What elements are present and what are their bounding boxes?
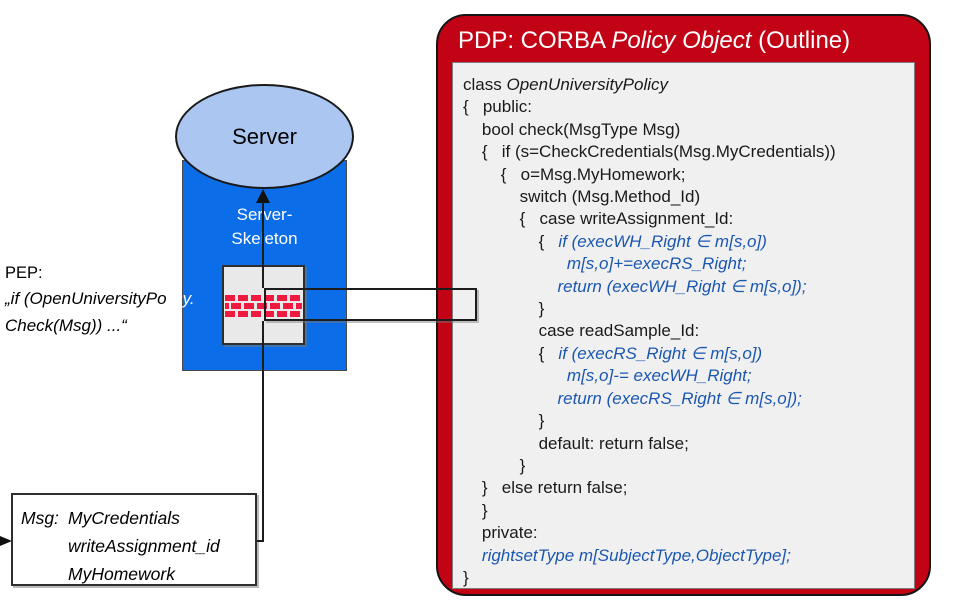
list-item: MyCredentials (68, 508, 180, 528)
list-item: writeAssignment_id (68, 536, 220, 556)
server-label: Server (232, 123, 297, 149)
text-segment: } (463, 455, 526, 475)
invocation-line-jog (257, 540, 263, 542)
list-item: Server- (236, 205, 293, 224)
text-segment: rightsetType m[SubjectType,ObjectType]; (481, 545, 791, 565)
text-segment: if (execRS_Right ∈ m[s,o]) (558, 343, 763, 363)
text-segment: { (463, 343, 559, 363)
pep-code-line-1: „if (OpenUniversityPolicy. (5, 286, 195, 313)
brick-row (225, 311, 302, 317)
code-line: } (463, 500, 914, 522)
code-line: { if (execWH_Right ∈ m[s,o]) (463, 231, 914, 253)
policy-call-channel (264, 288, 477, 321)
code-line: switch (Msg.Method_Id) (463, 186, 914, 208)
code-line: } (463, 567, 914, 589)
invocation-arrowhead-icon (256, 189, 270, 203)
code-line: bool check(MsgType Msg) (463, 119, 914, 141)
text-segment: switch (Msg.Method_Id) (463, 187, 701, 207)
text-segment (463, 366, 567, 385)
code-line: { case writeAssignment_Id: (463, 208, 914, 230)
code-line: } (463, 298, 914, 320)
pep-label: PEP: (5, 264, 43, 282)
text-segment: } (463, 411, 545, 431)
text-segment: private: (463, 523, 538, 543)
code-line: } else return false; (463, 477, 914, 499)
text-segment: if (execWH_Right ∈ m[s,o]) (558, 231, 767, 251)
text-segment: PDP: CORBA (458, 27, 612, 54)
policy-code-listing: class OpenUniversityPolicy{ public: bool… (453, 63, 914, 588)
text-segment: Policy Object (611, 27, 752, 54)
code-line: m[s,o]+=execRS_Right; (463, 253, 914, 275)
code-line: } (463, 410, 914, 432)
code-line: { o=Msg.MyHomework; (463, 164, 914, 186)
text-segment: return (execWH_Right ∈ m[s,o]); (557, 276, 807, 296)
text-segment: } (463, 299, 545, 319)
server-skeleton-label: Server- Skeleton (182, 203, 347, 251)
text-segment: class (463, 75, 507, 94)
text-segment: case readSample_Id: (463, 321, 700, 341)
text-segment: { if (s=CheckCredentials(Msg.MyCredentia… (463, 142, 836, 162)
text-segment: (Outline) (751, 27, 851, 54)
brick-row (225, 295, 302, 301)
server-ellipse: Server (175, 84, 354, 189)
list-item: MyHomework (68, 564, 175, 584)
list-item: Skeleton (231, 229, 298, 248)
text-segment: { public: (463, 97, 532, 117)
text-segment: OpenUniversityPolicy (506, 75, 669, 94)
code-line: { public: (463, 96, 914, 118)
text-segment: „if (OpenUniversityPo (5, 289, 167, 308)
text-segment: m[s,o]-= execWH_Right; (566, 366, 752, 386)
invocation-line-upper (262, 202, 264, 288)
invocation-line-lower (262, 321, 264, 542)
text-segment: bool check(MsgType Msg) (463, 119, 681, 139)
code-line: default: return false; (463, 433, 914, 455)
code-line: { if (s=CheckCredentials(Msg.MyCredentia… (463, 141, 914, 163)
text-segment: { (463, 231, 559, 251)
code-line: } (463, 455, 914, 477)
text-segment: default: return false; (463, 433, 689, 453)
text-segment: } else return false; (463, 478, 628, 498)
pep-annotation: PEP: „if (OpenUniversityPolicy. Check(Ms… (5, 261, 195, 339)
firewall-bricks-icon (225, 295, 302, 319)
pep-code-line-2: Check(Msg)) ...“ (5, 315, 127, 335)
pdp-title: PDP: CORBA Policy Object (Outline) (458, 27, 918, 55)
code-line: case readSample_Id: (463, 320, 914, 342)
code-line: return (execRS_Right ∈ m[s,o]); (463, 388, 914, 410)
text-segment: } (463, 567, 469, 587)
code-line: { if (execRS_Right ∈ m[s,o]) (463, 343, 914, 365)
text-segment (463, 389, 557, 408)
text-segment: return (execRS_Right ∈ m[s,o]); (557, 388, 802, 408)
code-line: m[s,o]-= execWH_Right; (463, 365, 914, 387)
msg-arrowhead-icon (0, 536, 12, 546)
text-segment (463, 254, 567, 273)
text-segment: licy. (166, 289, 195, 308)
msg-box-label: Msg: (21, 508, 59, 528)
text-segment: m[s,o]+=execRS_Right; (566, 254, 747, 274)
code-line: class OpenUniversityPolicy (463, 74, 914, 96)
brick-row (225, 303, 302, 309)
text-segment: { case writeAssignment_Id: (463, 209, 734, 229)
code-line: rightsetType m[SubjectType,ObjectType]; (463, 545, 914, 567)
code-line: return (execWH_Right ∈ m[s,o]); (463, 276, 914, 298)
code-line: private: (463, 522, 914, 544)
policy-code-panel: class OpenUniversityPolicy{ public: bool… (452, 62, 915, 589)
text-segment (463, 277, 557, 296)
text-segment (463, 546, 482, 565)
text-segment: } (463, 500, 488, 520)
text-segment: { o=Msg.MyHomework; (463, 164, 686, 184)
